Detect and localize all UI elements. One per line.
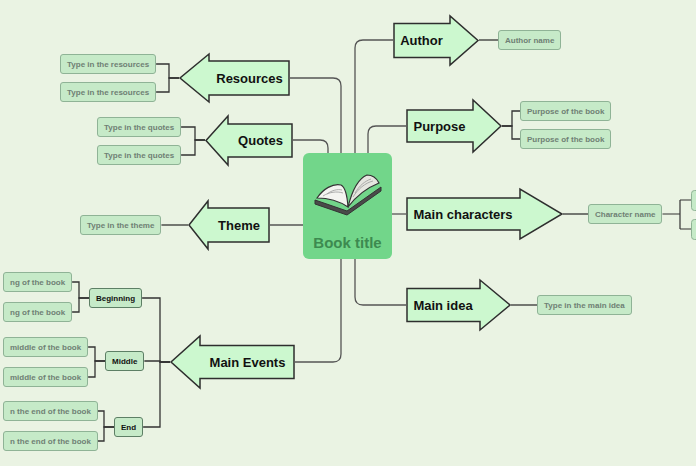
connector (156, 78, 179, 92)
branch-arrow: Main characters (406, 188, 563, 240)
connector (72, 282, 89, 298)
connector (293, 140, 328, 153)
connector (563, 213, 588, 214)
leaf-box: n the end of the book (3, 401, 98, 421)
connector (392, 213, 406, 214)
leaf-box: Character name (588, 204, 662, 224)
cut-off-box (692, 220, 696, 240)
group-box: Beginning (89, 288, 142, 308)
node-text: Main idea (406, 289, 480, 322)
node-text: Character name (595, 210, 655, 219)
node-text: Resources (209, 61, 290, 95)
branch-arrow: Resources (179, 53, 290, 103)
branch-arrow: Purpose (406, 99, 502, 153)
connector (355, 259, 406, 305)
arrow-outline (180, 54, 289, 102)
node-text: Type in the resources (67, 60, 149, 69)
node-text: Theme (208, 208, 270, 242)
connector (270, 224, 303, 225)
connector (181, 127, 205, 140)
branch-arrow: Author (393, 15, 479, 66)
leaf-box: Type in the quotes (97, 117, 181, 137)
connector (181, 140, 205, 155)
node-text: Beginning (96, 294, 135, 303)
leaf-box: Type in the quotes (97, 145, 181, 165)
leaf-box: middle of the book (3, 337, 88, 357)
arrow-outline (394, 16, 478, 65)
node-text: n the end of the book (10, 407, 91, 416)
node-text: n the end of the book (10, 437, 91, 446)
connector (72, 298, 89, 312)
connector (88, 347, 105, 361)
arrow-outline (407, 189, 562, 239)
node-text: Main Events (200, 346, 295, 379)
arrow-outline (189, 201, 269, 249)
node-text: middle of the book (10, 373, 81, 382)
arrow-outline (206, 116, 292, 165)
node-text: Author (393, 23, 450, 57)
connector (368, 126, 406, 153)
connector (502, 126, 520, 139)
branch-arrow: Main Events (170, 335, 295, 389)
node-text: ng of the book (10, 308, 65, 317)
arrow-outline (171, 336, 294, 388)
node-text: End (121, 423, 136, 432)
group-box: End (114, 417, 143, 437)
arrow-outline (407, 100, 501, 152)
node-text: Purpose of the book (527, 135, 604, 144)
node-text: Middle (112, 357, 137, 366)
connector (295, 259, 341, 362)
connector (161, 224, 188, 225)
connector (156, 64, 179, 78)
connector (88, 361, 105, 377)
leaf-box: Purpose of the book (520, 101, 611, 121)
arrow-outline (407, 280, 510, 330)
branch-arrow: Theme (188, 200, 270, 250)
connector (98, 411, 114, 427)
cut-off-box (692, 191, 696, 211)
node-text: Purpose of the book (527, 107, 604, 116)
connector (479, 39, 498, 40)
leaf-box: ng of the book (3, 302, 72, 322)
connector (98, 427, 114, 441)
connector (511, 304, 537, 305)
node-text: Purpose (406, 110, 473, 142)
branch-arrow: Quotes (205, 115, 293, 166)
node-text: Type in the main idea (544, 301, 625, 310)
node-text: ng of the book (10, 278, 65, 287)
leaf-box: ng of the book (3, 272, 72, 292)
node-text: Quotes (228, 124, 293, 157)
connector (143, 362, 170, 427)
leaf-box: middle of the book (3, 367, 88, 387)
connector (502, 111, 520, 126)
leaf-box: n the end of the book (3, 431, 98, 451)
node-text: Book title (303, 234, 392, 251)
central-topic: Book title (303, 153, 392, 259)
leaf-box: Author name (498, 30, 561, 50)
node-text: Type in the theme (87, 221, 154, 230)
node-text: middle of the book (10, 343, 81, 352)
node-text: Author name (505, 36, 554, 45)
node-text: Type in the resources (67, 88, 149, 97)
leaf-box: Purpose of the book (520, 129, 611, 149)
connector (355, 40, 393, 153)
leaf-box: Type in the main idea (537, 295, 632, 315)
leader-line (662, 200, 692, 229)
connector (290, 78, 341, 153)
leaf-box: Type in the theme (80, 215, 161, 235)
group-box: Middle (105, 351, 144, 371)
connector (142, 298, 170, 362)
book-icon (313, 169, 383, 217)
leaf-box: Type in the resources (60, 54, 156, 74)
node-text: Type in the quotes (104, 151, 174, 160)
branch-arrow: Main idea (406, 279, 511, 331)
node-text: Main characters (406, 198, 520, 230)
node-text: Type in the quotes (104, 123, 174, 132)
leaf-box: Type in the resources (60, 82, 156, 102)
